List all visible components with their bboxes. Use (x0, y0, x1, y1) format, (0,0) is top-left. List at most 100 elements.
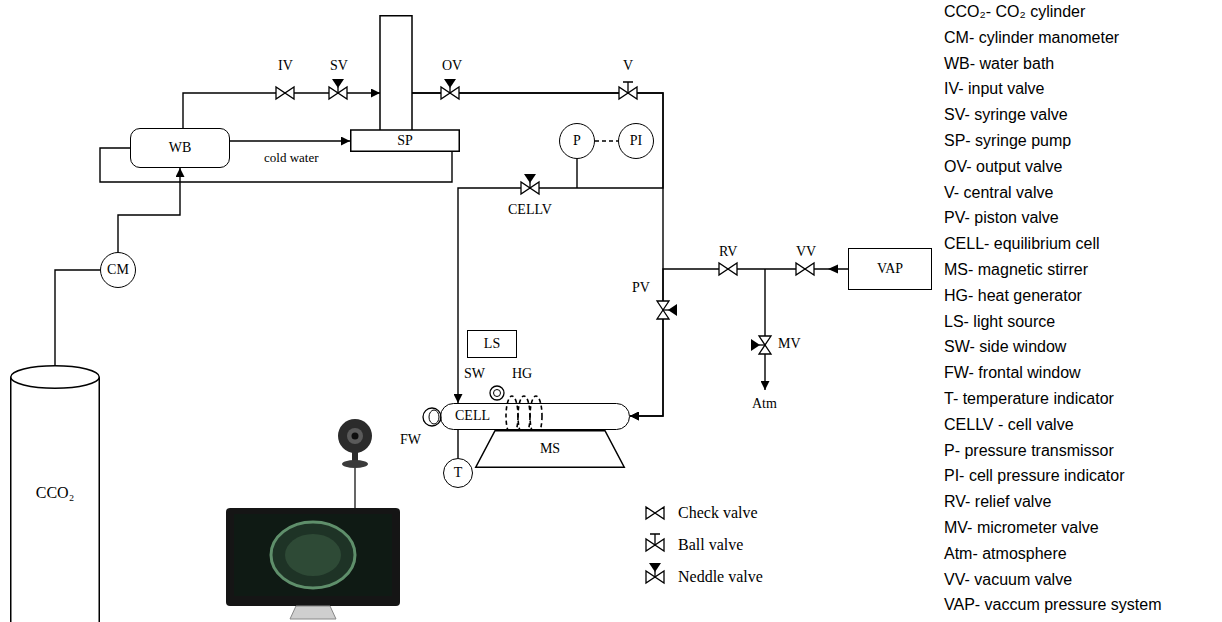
node-label: SP (397, 130, 413, 152)
outlet-label: Atm (752, 396, 777, 413)
valve-label: OV (442, 58, 462, 75)
node-label: PI (630, 133, 642, 149)
pipe-connector (457, 430, 458, 458)
syringe-pump: SP (350, 15, 460, 152)
camera-cable (354, 468, 355, 508)
needle-valve (751, 336, 771, 354)
pipe-connector (595, 140, 618, 141)
abbreviation-entry: RV- relief valve (944, 492, 1051, 511)
abbreviation-entry: FW- frontal window (944, 363, 1081, 382)
frontal-window-glass (429, 410, 439, 424)
legend-needle-valve (646, 563, 664, 583)
abbreviation-entry: CM- cylinder manometer (944, 28, 1119, 47)
needle-valve (441, 79, 459, 99)
temperature-indicator: T (443, 458, 473, 488)
legend-text: Neddle valve (678, 567, 763, 586)
pressure-indicator: PI (618, 123, 654, 159)
valve-label: VV (796, 244, 816, 261)
manometer-circle: CM (100, 252, 136, 288)
abbreviation-entry: SP- syringe pump (944, 131, 1071, 150)
abbreviation-entry: PV- piston valve (944, 208, 1059, 227)
abbreviation-entry: MV- micrometer valve (944, 518, 1099, 537)
abbreviation-entry: Atm- atmosphere (944, 544, 1067, 563)
abbreviation-entry: SW- side window (944, 337, 1066, 356)
abbreviation-entry: CCO₂- CO₂ cylinder (944, 2, 1085, 21)
abbreviation-entry: V- central valve (944, 183, 1053, 202)
needle-valve (329, 79, 347, 99)
pipe-connector (230, 140, 350, 141)
part-label: SW (464, 366, 485, 383)
pipe-connector (100, 148, 452, 182)
check-valve (719, 263, 737, 275)
syringe-outline (351, 16, 460, 152)
camera-lens-center (352, 433, 359, 440)
vacuum-system-box: VAP (848, 248, 932, 290)
pipe-connector (118, 168, 180, 252)
valve-label: RV (719, 244, 737, 261)
flow-label: cold water (262, 150, 321, 166)
camera-base (342, 460, 368, 468)
legend-text: Ball valve (678, 535, 743, 554)
node-label: VAP (877, 261, 903, 277)
abbreviation-entry: CELLV - cell valve (944, 415, 1074, 434)
stirrer-outline (476, 431, 625, 468)
node-label: CCO₂ (36, 484, 74, 502)
node-outline (350, 15, 460, 152)
node-label: WB (169, 140, 192, 156)
abbreviation-entry: LS- light source (944, 312, 1055, 331)
cylinder-fill (11, 377, 100, 622)
abbreviation-entry: CELL- equilibrium cell (944, 234, 1100, 253)
valve-label: IV (278, 58, 293, 75)
frontal-window (423, 408, 441, 426)
abbreviation-entry: P- pressure transmissor (944, 441, 1114, 460)
node-label: CELL (455, 408, 490, 424)
node-label: LS (484, 336, 500, 352)
monitor-stand (290, 606, 336, 619)
equilibrium-cell: CELL (440, 403, 630, 430)
node-label: P (573, 133, 581, 149)
legend-ball-valve (646, 534, 664, 551)
pressure-transmitter: P (559, 123, 595, 159)
pipe-connector (630, 269, 848, 416)
abbreviation-entry: IV- input valve (944, 79, 1045, 98)
vent-line (764, 269, 765, 390)
needle-valve (657, 301, 677, 319)
needle-valve (521, 174, 539, 194)
monitor-screen (234, 514, 392, 596)
check-valve (796, 263, 814, 275)
check-valve (276, 87, 294, 99)
abbreviation-entry: SV- syringe valve (944, 105, 1068, 124)
valve-label: PV (632, 280, 650, 297)
screen-image (271, 522, 355, 588)
gas-cylinder: CCO₂ (10, 365, 100, 622)
monitor-frame (226, 508, 400, 606)
abbreviation-entry: OV- output valve (944, 157, 1062, 176)
part-label: HG (512, 366, 532, 383)
valve-label: SV (330, 58, 348, 75)
valve-label: V (623, 58, 633, 75)
camera-body (338, 419, 372, 453)
water-bath-box: WB (130, 128, 230, 168)
pipe-connector (55, 270, 100, 365)
abbreviation-entry: WB- water bath (944, 54, 1054, 73)
abbreviation-entry: PI- cell pressure indicator (944, 466, 1125, 485)
screen-image-core (285, 534, 341, 576)
valve-label: CELLV (508, 202, 552, 219)
abbreviation-entry: MS- magnetic stirrer (944, 260, 1088, 279)
transmitter-stem (576, 159, 577, 188)
legend-check-valve (646, 507, 664, 519)
node-label: CM (107, 262, 129, 278)
light-source-box: LS (467, 330, 517, 358)
flow-arrow (828, 265, 838, 274)
abbreviation-entry: VV- vacuum valve (944, 570, 1072, 589)
abbreviation-entry: HG- heat generator (944, 286, 1082, 305)
part-label: FW (400, 432, 421, 449)
pipe-connector (183, 93, 380, 128)
valve-label: MV (778, 336, 801, 353)
side-window-glass (494, 390, 501, 397)
legend-text: Check valve (678, 503, 758, 522)
abbreviation-entry: VAP- vaccum pressure system (944, 595, 1162, 614)
abbreviation-entry: T- temperature indicator (944, 389, 1114, 408)
side-window (490, 386, 504, 400)
